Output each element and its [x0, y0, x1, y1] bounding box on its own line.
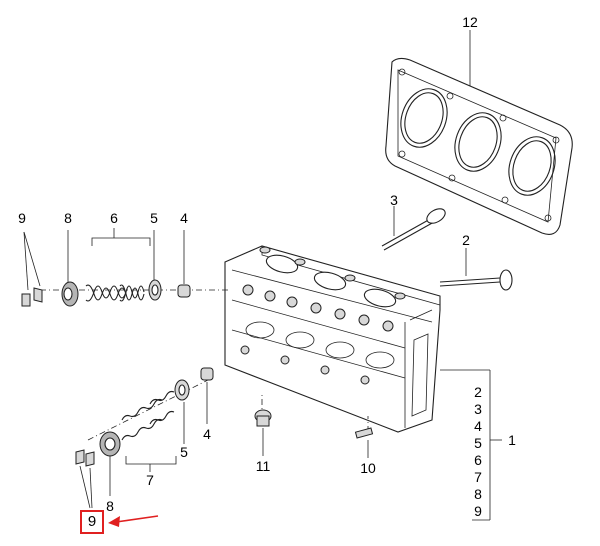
callout-11: 11	[255, 458, 271, 474]
assembly-list-item: 7	[474, 469, 482, 485]
valve-2	[439, 248, 513, 291]
spring-retainer-8-bottom	[99, 431, 121, 496]
assembly-list-item: 3	[474, 401, 482, 417]
assembly-bracket	[440, 369, 502, 521]
callout-2: 2	[462, 232, 470, 248]
spring-retainer-8-top	[61, 230, 79, 307]
highlight-box	[80, 510, 104, 534]
valve-guide-4-bottom	[200, 367, 214, 424]
callout-12: 12	[462, 14, 478, 30]
keepers-bottom	[75, 449, 95, 509]
callout-3: 3	[390, 192, 398, 208]
assembly-list-item: 2	[474, 384, 482, 400]
assembly-list-item: 8	[474, 486, 482, 502]
assembly-list-item: 9	[474, 503, 482, 519]
callout-9-bottom-highlighted: 9	[87, 513, 97, 530]
keepers-top	[21, 231, 43, 307]
callout-8-top: 8	[64, 210, 72, 226]
assembly-list-item: 4	[474, 418, 482, 434]
valve-springs-6-top	[85, 228, 151, 302]
valve-3	[381, 206, 446, 251]
callout-5-bottom: 5	[180, 444, 188, 460]
callout-7: 7	[146, 472, 154, 488]
head-gasket	[385, 30, 573, 235]
stud-10	[354, 427, 374, 458]
callout-4-bottom: 4	[203, 426, 211, 442]
valve-seal-5-top	[148, 230, 162, 301]
callout-8-bottom: 8	[106, 498, 114, 514]
red-arrow-icon	[108, 515, 159, 527]
callout-9-top: 9	[18, 210, 26, 226]
callout-5-top: 5	[150, 210, 158, 226]
callout-4-top: 4	[180, 210, 188, 226]
cylinder-head	[224, 245, 441, 433]
valve-springs-7-bottom	[121, 390, 177, 472]
plug-11	[254, 409, 272, 456]
callout-1: 1	[508, 432, 516, 448]
valve-seal-5-bottom	[174, 379, 190, 444]
callout-10: 10	[360, 460, 376, 476]
callout-6: 6	[110, 210, 118, 226]
valve-guide-4-top	[177, 230, 191, 298]
assembly-list-item: 6	[474, 452, 482, 468]
assembly-list-item: 5	[474, 435, 482, 451]
